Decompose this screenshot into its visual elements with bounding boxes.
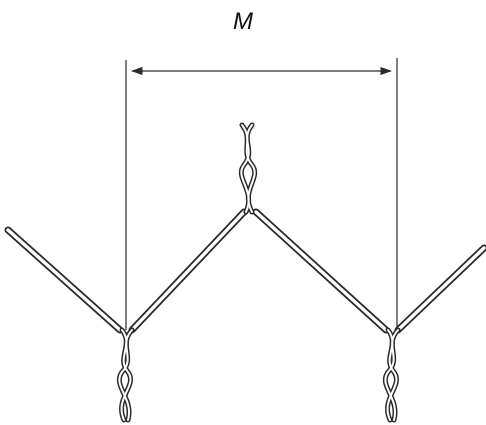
dimension-label-m: M <box>233 8 253 35</box>
wire-strands <box>4 208 486 334</box>
twist-top <box>238 122 258 215</box>
twist-bottom-left <box>116 327 135 423</box>
twist-bottom-right <box>382 327 401 423</box>
